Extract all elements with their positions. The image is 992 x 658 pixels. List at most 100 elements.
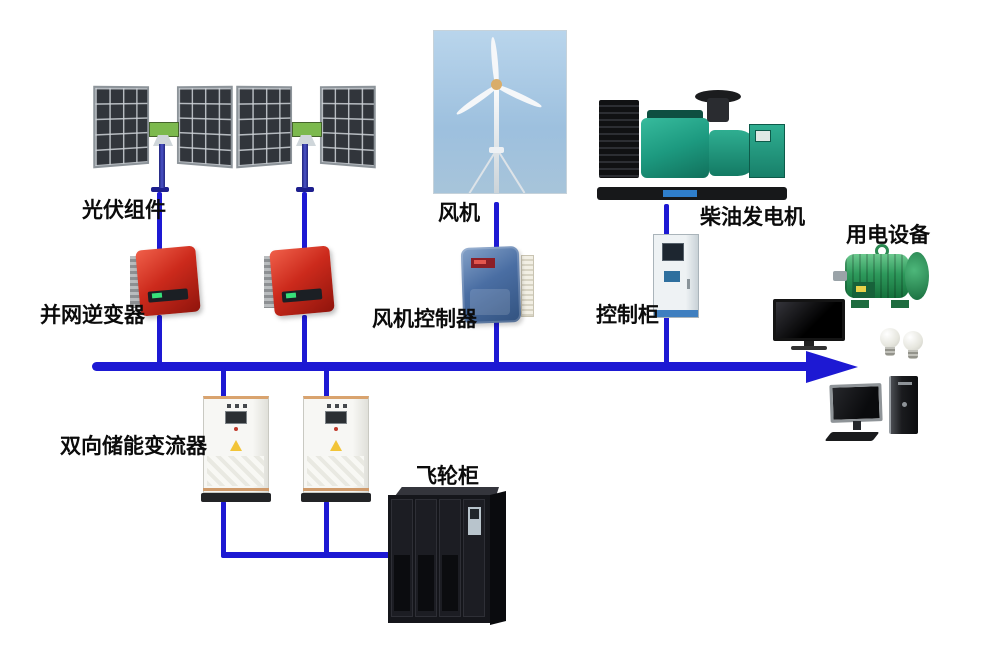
guy-wire — [496, 148, 525, 193]
inverter-body — [135, 245, 201, 317]
grid-inverter-1 — [130, 245, 202, 320]
line-pv1-inverter1 — [157, 192, 162, 252]
label-flywheel: 飞轮柜 — [416, 465, 479, 488]
solar-mount — [296, 135, 316, 146]
line-inverter2-bus — [302, 315, 307, 365]
storage-display — [225, 411, 247, 424]
wind-turbine-photo — [433, 30, 567, 194]
storage-indicator — [335, 404, 339, 408]
flywheel-vent — [394, 555, 410, 611]
pc-drive-bay — [898, 382, 912, 385]
cabinet-screen — [662, 243, 684, 261]
line-converter2-down — [324, 501, 329, 557]
line-inverter1-bus — [157, 315, 162, 365]
solar-pole — [302, 144, 308, 188]
storage-led — [334, 427, 338, 431]
line-genset-cabinet — [664, 204, 669, 236]
storage-indicator — [327, 404, 331, 408]
bus-line — [92, 362, 812, 371]
solar-combiner-box — [149, 122, 179, 137]
turbine-hub — [491, 79, 502, 90]
control-cabinet-icon — [653, 234, 699, 318]
pc-keyboard — [824, 432, 880, 441]
storage-indicator — [227, 404, 231, 408]
solar-panel-left-icon — [236, 85, 293, 169]
diesel-generator-icon — [597, 88, 787, 200]
genset-air-filter — [695, 90, 741, 103]
line-cabinet-bus — [664, 316, 669, 365]
pv1-pole-cap — [151, 187, 169, 192]
turbine-flange — [489, 147, 504, 153]
storage-indicator — [235, 404, 239, 408]
pc-monitor — [829, 383, 883, 423]
line-bus-converter1 — [221, 368, 226, 398]
storage-trim — [303, 488, 369, 491]
tv-monitor-icon — [773, 299, 845, 351]
tv-neck — [804, 341, 814, 346]
storage-vents — [207, 456, 264, 486]
solar-panel-right-icon — [319, 85, 376, 169]
line-pv2-inverter2 — [302, 192, 307, 252]
light-bulb-icon — [880, 328, 900, 359]
bulb-cap — [885, 347, 895, 356]
label-loads: 用电设备 — [846, 224, 930, 247]
cabinet-panel — [664, 271, 680, 282]
motor-end-bell — [905, 252, 929, 300]
wind-controller-icon — [460, 246, 534, 325]
storage-led — [234, 427, 238, 431]
controller-display-segment — [474, 260, 486, 264]
inverter-body — [269, 245, 335, 317]
motor-shaft — [833, 271, 847, 281]
storage-indicator — [343, 404, 347, 408]
line-bus-converter2 — [324, 368, 329, 398]
warning-triangle-icon — [230, 440, 242, 451]
pc-monitor-stand — [853, 421, 861, 430]
cabinet-base — [654, 310, 698, 317]
motor-foot — [851, 300, 869, 308]
storage-converter-1 — [201, 396, 271, 502]
storage-indicator — [243, 404, 247, 408]
warning-triangle-icon — [330, 440, 342, 451]
flywheel-vent — [442, 555, 458, 611]
bus-arrowhead-icon — [806, 351, 858, 383]
genset-badge — [663, 190, 697, 197]
pc-power-button — [902, 402, 907, 407]
flywheel-top — [394, 487, 499, 497]
bulb-cap — [908, 350, 918, 359]
turbine-tower — [494, 83, 499, 193]
storage-base — [201, 493, 271, 502]
tv-base — [791, 346, 827, 350]
bulb-glass — [903, 331, 923, 351]
grid-inverter-2 — [264, 245, 336, 320]
genset-panel — [755, 130, 771, 142]
bulb-glass — [880, 328, 900, 348]
line-converters-flywheel — [221, 552, 393, 558]
solar-pole — [159, 144, 165, 188]
label-diesel-generator: 柴油发电机 — [700, 206, 805, 229]
line-controller-bus — [494, 318, 499, 365]
label-wind-turbine: 风机 — [438, 202, 480, 225]
label-storage-converter: 双向储能变流器 — [60, 435, 207, 458]
label-wind-controller: 风机控制器 — [372, 308, 477, 331]
label-control-cabinet: 控制柜 — [596, 304, 659, 327]
light-bulb-icon — [903, 331, 923, 362]
solar-panel-left-icon — [93, 85, 150, 169]
desktop-pc-icon — [824, 376, 920, 444]
controller-heatsink — [521, 255, 534, 317]
label-pv: 光伏组件 — [82, 199, 166, 222]
electric-motor-icon — [831, 244, 933, 310]
storage-vents — [307, 456, 364, 486]
genset-air-filter-body — [707, 98, 729, 122]
genset-engine — [641, 118, 709, 178]
motor-nameplate — [856, 286, 866, 292]
solar-combiner-box — [292, 122, 322, 137]
pv2-pole-cap — [296, 187, 314, 192]
storage-base — [301, 493, 371, 502]
storage-trim — [203, 488, 269, 491]
cabinet-handle — [687, 279, 690, 289]
solar-array-2 — [236, 82, 376, 194]
solar-array-1 — [93, 82, 233, 194]
line-converter1-down — [221, 501, 226, 557]
line-turbine-controller — [494, 202, 499, 250]
